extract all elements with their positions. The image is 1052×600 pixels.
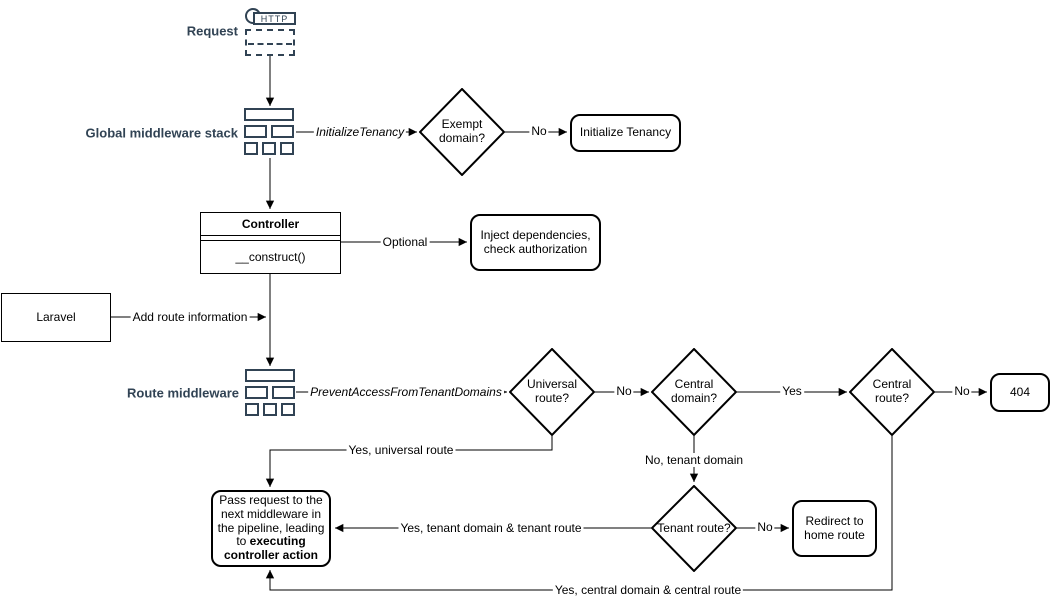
http-request-icon: HTTP	[244, 8, 298, 57]
controller-divider	[201, 236, 340, 241]
central-domain-decision: Central domain?	[651, 348, 737, 436]
edge-label-initialize-tenancy: InitializeTenancy	[313, 125, 407, 139]
diamond-shape	[509, 348, 595, 436]
tenant-route-text: Tenant route?	[657, 520, 731, 535]
diamond-shape	[651, 485, 737, 572]
controller-title: Controller	[201, 213, 340, 236]
exempt-domain-text: Exempt domain?	[438, 117, 486, 145]
redirect-home-box: Redirect to home route	[792, 500, 877, 557]
controller-class-box: Controller __construct()	[200, 212, 341, 274]
pass-request-box: Pass request to the next middleware in t…	[211, 490, 331, 567]
route-middleware-label: Route middleware	[127, 385, 239, 401]
not-found-404-box: 404	[990, 373, 1050, 412]
inject-dependencies-box: Inject dependencies, check authorization	[470, 214, 601, 271]
request-label: Request	[186, 23, 238, 39]
route-middleware-stack-icon	[245, 369, 295, 416]
universal-route-text: Universal route?	[526, 377, 577, 405]
global-middleware-stack-icon	[244, 108, 294, 155]
laravel-box: Laravel	[1, 293, 111, 342]
edge-label-yes-central-domain-route: Yes, central domain & central route	[552, 583, 744, 597]
http-label: HTTP	[253, 12, 296, 25]
edge-label-optional: Optional	[380, 235, 430, 249]
edge-label-yes-tenant-domain-route: Yes, tenant domain & tenant route	[398, 521, 584, 535]
controller-construct-method: __construct()	[235, 250, 306, 264]
diamond-shape	[419, 88, 505, 176]
request-body-icon	[245, 29, 295, 56]
central-domain-text: Central domain?	[670, 377, 718, 405]
edge-label-add-route-information: Add route information	[130, 310, 250, 324]
edge-label-prevent-access: PreventAccessFromTenantDomains	[308, 385, 504, 399]
initialize-tenancy-box: Initialize Tenancy	[570, 114, 681, 152]
edge-label-tenant-no: No	[755, 520, 775, 534]
edge-label-central-route-no: No	[952, 384, 972, 398]
central-route-decision: Central route?	[849, 348, 935, 436]
edge-label-exempt-no: No	[529, 124, 549, 138]
diamond-shape	[651, 348, 737, 436]
pass-request-text: Pass request to the next middleware in t…	[217, 493, 325, 563]
edge-label-no-tenant-domain: No, tenant domain	[642, 453, 746, 467]
diamond-shape	[849, 348, 935, 436]
edge-label-yes-universal-route: Yes, universal route	[346, 443, 456, 457]
central-route-text: Central route?	[872, 377, 912, 405]
exempt-domain-decision: Exempt domain?	[419, 88, 505, 176]
edge-label-universal-no: No	[614, 384, 634, 398]
edge-label-central-domain-yes: Yes	[780, 384, 804, 398]
universal-route-decision: Universal route?	[509, 348, 595, 436]
global-middleware-label: Global middleware stack	[85, 125, 238, 141]
tenant-route-decision: Tenant route?	[651, 485, 737, 572]
